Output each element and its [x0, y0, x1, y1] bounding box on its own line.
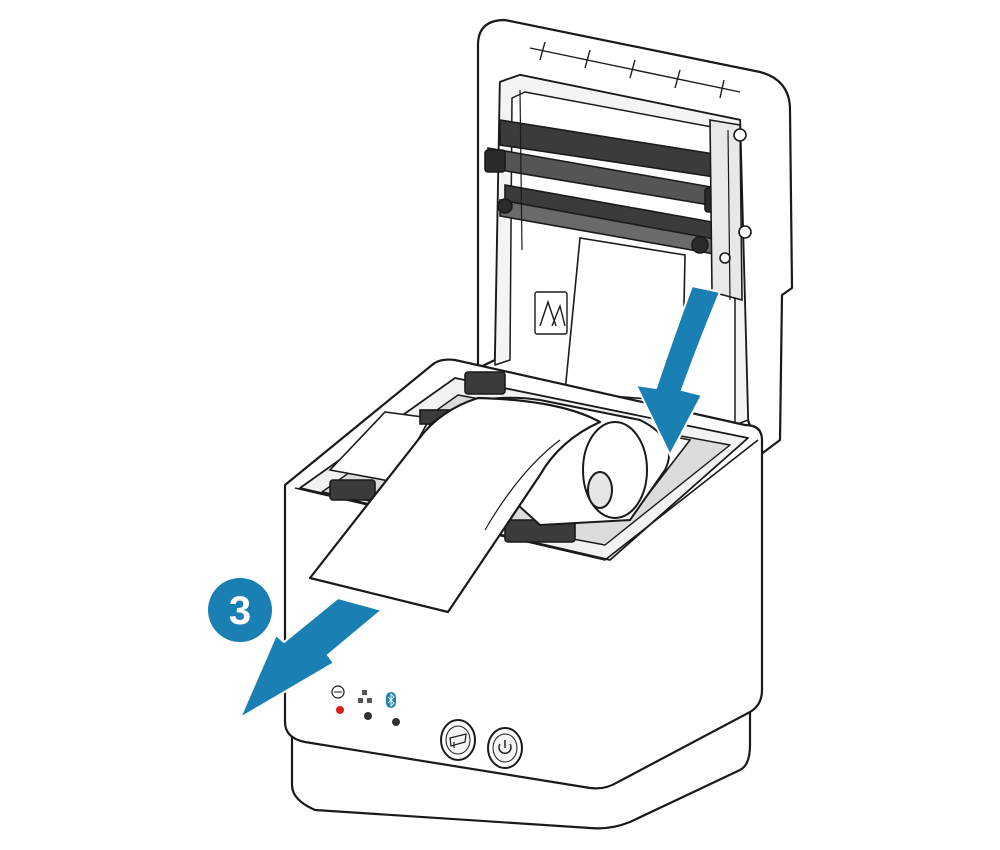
lid-roller-assembly — [484, 89, 752, 302]
power-icon — [498, 740, 512, 754]
close-lid-arrow — [634, 284, 722, 458]
sensor-mark — [534, 291, 568, 335]
bluetooth-led — [392, 718, 400, 726]
step-badge: 3 — [208, 578, 272, 642]
front-panel — [331, 685, 400, 726]
error-led — [336, 706, 344, 714]
error-icon — [331, 685, 345, 699]
pull-paper-arrow — [237, 596, 385, 721]
power-button[interactable] — [487, 727, 523, 769]
feed-button-icon — [449, 733, 467, 748]
step-number: 3 — [229, 589, 251, 633]
feed-button[interactable] — [440, 719, 476, 761]
network-led — [364, 712, 372, 720]
paper-pulled-out — [308, 396, 602, 614]
bluetooth-icon — [386, 692, 396, 708]
network-icon — [358, 690, 372, 703]
